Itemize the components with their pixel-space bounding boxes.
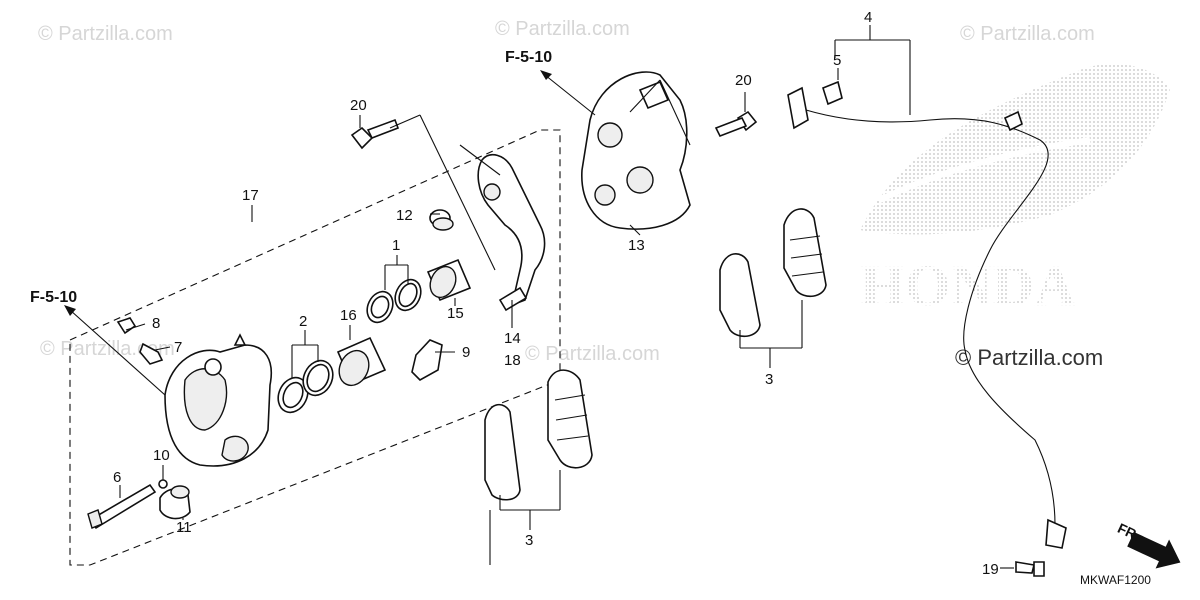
right-caliper-body — [581, 71, 691, 230]
abs-sensor-wire — [787, 80, 1067, 549]
callout-10: 10 — [153, 447, 170, 464]
callout-8: 8 — [152, 315, 160, 332]
watermark-text: © Partzilla.com — [38, 23, 173, 45]
caliper-bolt — [714, 110, 758, 138]
piston-seal-set — [366, 278, 422, 324]
leader-lines — [119, 25, 1014, 569]
front-direction-arrow — [1127, 532, 1181, 569]
pad-spring — [411, 339, 443, 381]
watermark-text: © Partzilla.com — [495, 18, 630, 40]
callout-14: 14 — [504, 330, 521, 347]
callout-12: 12 — [396, 207, 413, 224]
callout-3: 3 — [765, 371, 773, 388]
piston-seal-set — [277, 359, 334, 414]
caliper-bolt — [350, 118, 400, 150]
watermark-text: © Partzilla.com — [525, 343, 660, 365]
callout-17: 17 — [242, 187, 259, 204]
callout-2: 2 — [299, 313, 307, 330]
sensor-bolt — [1015, 561, 1045, 577]
callout-19: 19 — [982, 561, 999, 578]
callout-20: 20 — [350, 97, 367, 114]
callout-11: 11 — [176, 519, 192, 536]
brake-pads — [484, 369, 593, 501]
callout-1: 1 — [392, 237, 400, 254]
brake-pads — [719, 208, 827, 338]
callout-9: 9 — [462, 344, 470, 361]
reference-arrow — [64, 305, 166, 396]
callout-18: 18 — [504, 352, 521, 369]
callout-15: 15 — [447, 305, 464, 322]
honda-logo-watermark: HONDA — [860, 63, 1170, 318]
callout-7: 7 — [174, 339, 182, 356]
reference-label-f-5-10: F-5-10 — [505, 49, 552, 66]
watermark-text: © Partzilla.com — [960, 23, 1095, 45]
reference-label-f-5-10: F-5-10 — [30, 289, 77, 306]
o-ring — [158, 479, 168, 489]
reference-arrow — [540, 70, 596, 116]
piston — [426, 258, 472, 302]
callout-4: 4 — [864, 9, 872, 26]
caliper-bracket — [477, 153, 546, 312]
callout-6: 6 — [113, 469, 121, 486]
callout-13: 13 — [628, 237, 645, 254]
callout-3: 3 — [525, 532, 533, 549]
dust-cap — [429, 209, 454, 231]
callout-5: 5 — [833, 52, 841, 69]
partzilla-watermark: © Partzilla.com — [955, 345, 1103, 370]
diagram-code: MKWAF1200 — [1080, 573, 1151, 587]
bleeder-screw — [116, 317, 164, 365]
callout-20: 20 — [735, 72, 752, 89]
piston — [336, 336, 387, 387]
callout-16: 16 — [340, 307, 357, 324]
pin-bolt — [87, 483, 157, 530]
left-caliper-body — [164, 333, 272, 467]
plug — [159, 485, 191, 520]
